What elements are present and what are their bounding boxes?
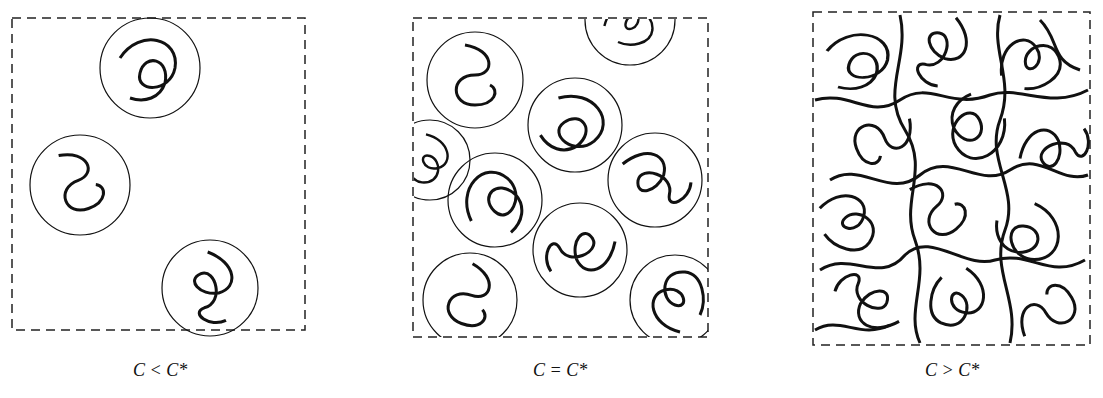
touching-coils [414,19,708,337]
panel-border [813,12,1090,345]
concentration-label: C < C* [133,360,187,381]
concentration-label: C = C* [533,360,587,381]
entangled-chains [814,15,1090,344]
concentration-label: C > C* [925,360,979,381]
panel-border [12,18,305,330]
dilute-coils [30,18,258,336]
panel-border [413,18,708,337]
